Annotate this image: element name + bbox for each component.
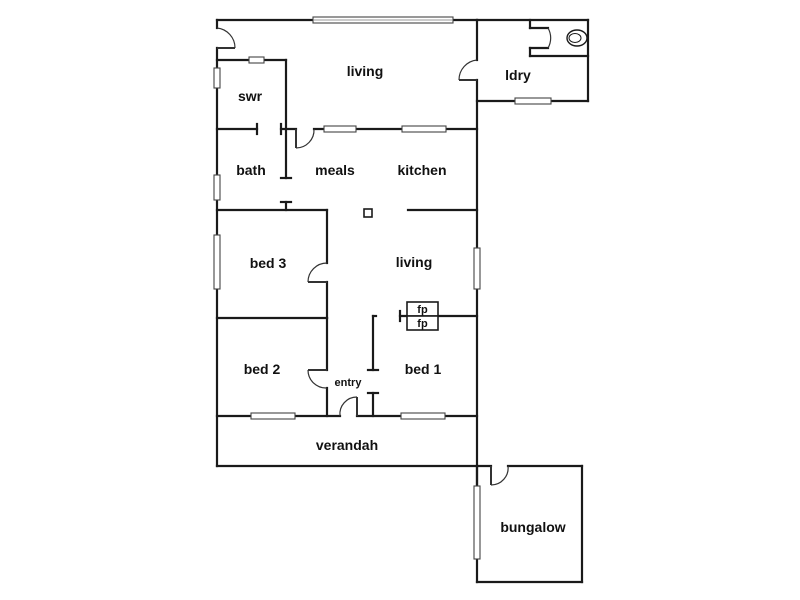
label-verandah: verandah <box>316 437 378 453</box>
room-labels: living ldry swr bath meals kitchen bed 3… <box>236 63 566 535</box>
label-bed3: bed 3 <box>250 255 287 271</box>
fp-label-bottom: fp <box>417 318 428 330</box>
label-bed1: bed 1 <box>405 361 442 377</box>
label-living-top: living <box>347 63 384 79</box>
label-meals: meals <box>315 162 355 178</box>
label-swr: swr <box>238 88 263 104</box>
door-external-top-left <box>216 27 236 49</box>
toilet-icon <box>566 29 588 47</box>
door-laundry <box>458 59 478 81</box>
doors <box>216 27 509 486</box>
door-bungalow <box>490 465 509 486</box>
fp-label-top: fp <box>417 304 428 316</box>
label-bath: bath <box>236 162 266 178</box>
windows <box>213 16 552 560</box>
label-bed2: bed 2 <box>244 361 281 377</box>
label-bungalow: bungalow <box>500 519 565 535</box>
door-entry <box>339 396 358 417</box>
door-bed3 <box>307 262 328 283</box>
door-bed2 <box>307 369 328 389</box>
column-post <box>363 208 373 218</box>
fireplace: fp fp <box>406 301 439 331</box>
label-ldry: ldry <box>505 67 531 83</box>
label-entry: entry <box>335 377 363 389</box>
wc-door <box>547 27 552 49</box>
label-living-mid: living <box>396 254 433 270</box>
door-living-meals <box>295 128 315 149</box>
label-kitchen: kitchen <box>397 162 446 178</box>
